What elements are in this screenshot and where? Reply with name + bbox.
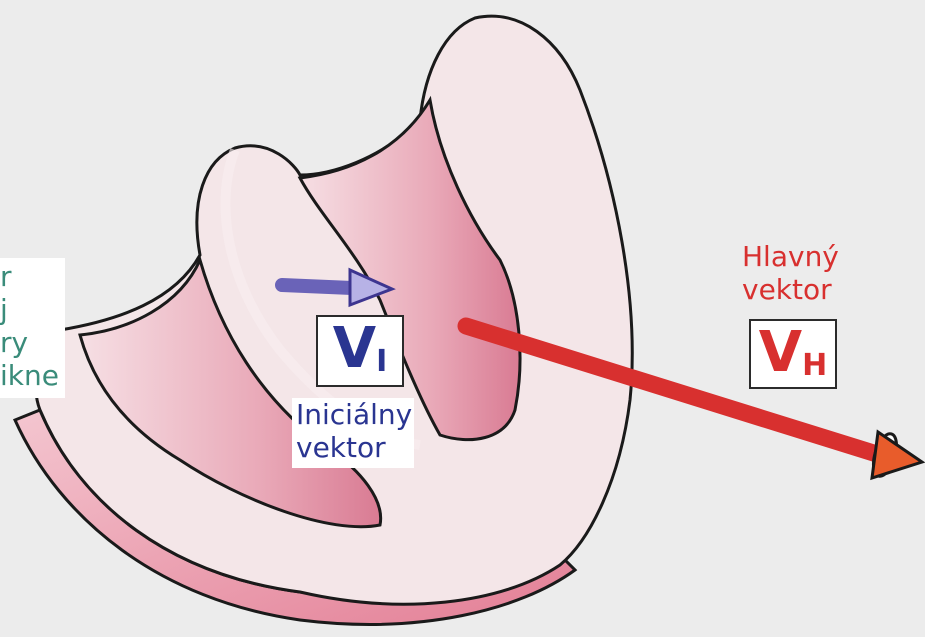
left-caption-line-4: ikne <box>0 359 59 392</box>
initial-vector-caption-line-1: Iniciálny <box>296 398 412 431</box>
main-vector-caption: Hlavný vektor <box>742 240 839 306</box>
left-caption-line-2: j <box>0 293 59 326</box>
main-vector-caption-line-2: vektor <box>742 273 839 306</box>
initial-vector-subscript: I <box>376 344 387 379</box>
initial-vector-caption: Iniciálny vektor <box>292 398 414 468</box>
initial-vector-caption-line-2: vektor <box>296 431 412 464</box>
left-caption: r j ry ikne <box>0 258 65 398</box>
left-caption-line-3: ry <box>0 326 59 359</box>
main-vector-subscript: H <box>802 348 827 383</box>
initial-vector-label: VI <box>316 315 404 387</box>
initial-vector-symbol: V <box>333 321 376 377</box>
left-caption-line-1: r <box>0 260 59 293</box>
main-vector-label: VH <box>749 319 837 389</box>
main-vector-caption-line-1: Hlavný <box>742 240 839 273</box>
main-vector-symbol: V <box>759 325 802 381</box>
